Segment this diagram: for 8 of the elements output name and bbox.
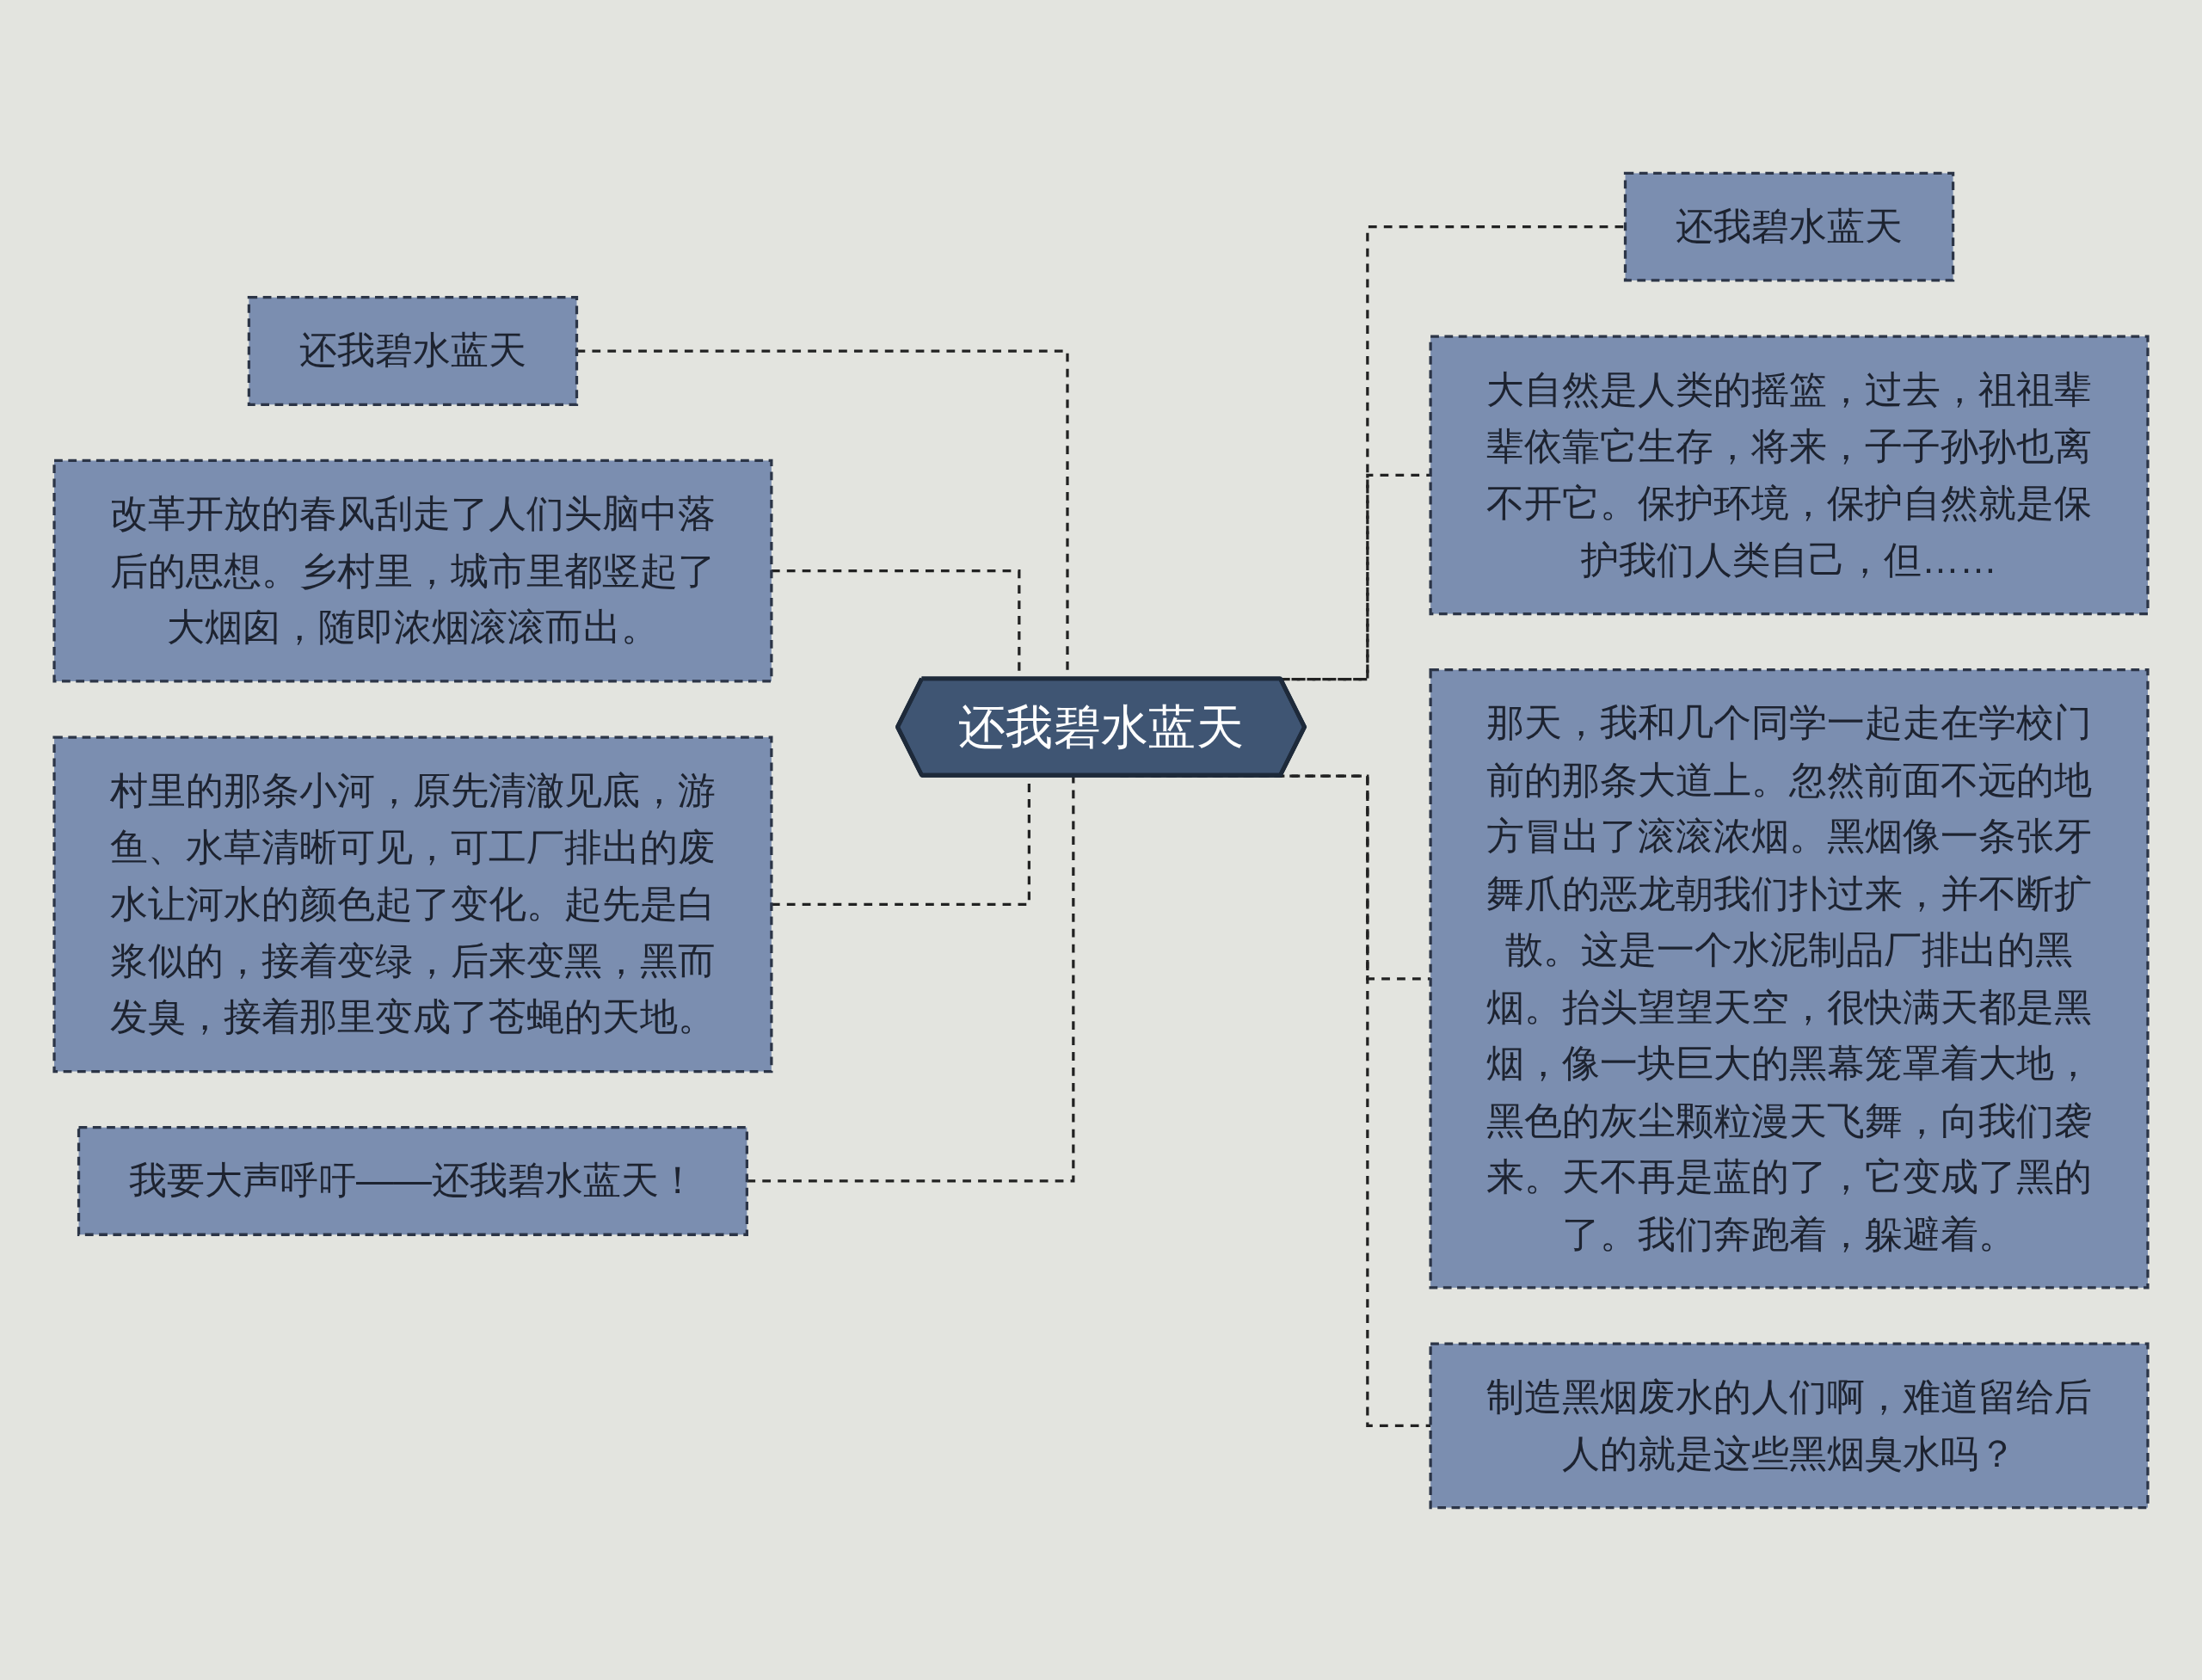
node-box: 改革开放的春风刮走了人们头脑中落后的思想。乡村里，城市里都竖起了大烟囱，随即浓烟滚滚而出。 <box>52 458 773 683</box>
node-box: 制造黑烟废水的人们啊，难道留给后人的就是这些黑烟臭水吗？ <box>1429 1341 2150 1509</box>
node-box: 我要大声呼吁——还我碧水蓝天！ <box>77 1125 748 1236</box>
node-box: 还我碧水蓝天 <box>247 295 579 406</box>
node-box: 那天，我和几个同学一起走在学校门前的那条大道上。忽然前面不远的地方冒出了滚滚浓烟。黑烟像一条张牙舞爪的恶龙朝我们扑过来，并不断扩散。这是一个水泥制品厂排出的黑烟。抬头望望天空，很快满天都是黑烟，像一块巨大的黑幕笼罩着大地，黑色的灰尘颗粒漫天飞舞，向我们袭来。天不再是蓝的了，它变成了黑的了。我们奔跑着，躲避着。 <box>1429 668 2150 1289</box>
node-box: 还我碧水蓝天 <box>1623 171 1955 282</box>
node-box: 大自然是人类的摇篮，过去，祖祖辈辈依靠它生存，将来，子子孙孙也离不开它。保护环境，保护自然就是保护我们人类自己，但…… <box>1429 335 2150 615</box>
node-box: 村里的那条小河，原先清澈见底，游鱼、水草清晰可见，可工厂排出的废水让河水的颜色起了变化。起先是白浆似的，接着变绿，后来变黑，黑而发臭，接着那里变成了苍蝇的天地。 <box>52 735 773 1073</box>
